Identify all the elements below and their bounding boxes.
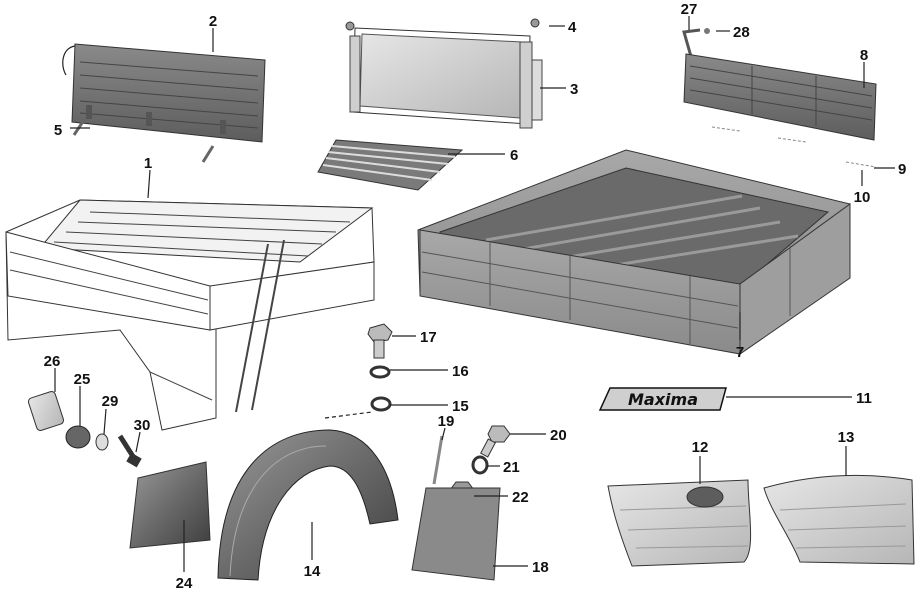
callout-22: 22 <box>512 489 529 506</box>
callout-10: 10 <box>854 189 871 206</box>
part-17-bolt <box>367 323 393 359</box>
part-7-box-bed <box>417 149 851 355</box>
leader-lines <box>54 16 895 572</box>
part-26-bushing <box>27 391 65 431</box>
part-2-side-panel <box>62 43 266 143</box>
part-30-bolt <box>117 434 142 468</box>
callout-26: 26 <box>44 353 61 370</box>
callout-21: 21 <box>503 459 520 476</box>
part-3-front-rack <box>349 27 543 129</box>
callout-1: 1 <box>144 155 152 172</box>
part-12-corner-panel <box>607 479 752 567</box>
callout-11: 11 <box>856 390 872 407</box>
callout-8: 8 <box>860 47 868 64</box>
callout-4: 4 <box>568 19 577 36</box>
callout-19: 19 <box>438 413 455 430</box>
maxima-logo-text: Maxima <box>628 390 698 409</box>
part-18-mudflap <box>411 487 501 581</box>
callout-16: 16 <box>452 363 469 380</box>
callout-17: 17 <box>420 329 437 346</box>
callout-20: 20 <box>550 427 567 444</box>
callout-27: 27 <box>681 1 698 18</box>
callout-3: 3 <box>570 81 578 98</box>
part-1-cargo-bed <box>5 199 375 431</box>
part-14-fender <box>217 429 399 581</box>
part-6-floor-mat <box>317 139 464 191</box>
callout-labels: 2 4 3 5 6 1 27 28 8 9 10 7 17 16 15 11 1… <box>44 1 907 592</box>
callout-18: 18 <box>532 559 549 576</box>
part-4-clips <box>345 18 540 31</box>
callout-28: 28 <box>733 24 750 41</box>
part-11-maxima-logo: Maxima <box>598 387 727 411</box>
callout-7: 7 <box>736 344 744 361</box>
part-13-corner-panel <box>763 474 915 565</box>
callout-12: 12 <box>692 439 709 456</box>
callout-29: 29 <box>102 393 119 410</box>
part-25-spacer <box>65 425 91 449</box>
callout-5: 5 <box>54 122 62 139</box>
part-15-flat-washer <box>370 396 392 412</box>
callout-25: 25 <box>74 371 91 388</box>
callout-2: 2 <box>209 13 217 30</box>
callout-9: 9 <box>898 161 906 178</box>
part-19-strap <box>432 435 444 485</box>
callout-24: 24 <box>176 575 193 592</box>
callout-14: 14 <box>304 563 321 580</box>
callout-6: 6 <box>510 147 518 164</box>
part-21-washer <box>471 455 489 475</box>
callout-30: 30 <box>134 417 151 434</box>
part-27-rod <box>682 28 710 61</box>
callout-13: 13 <box>838 429 855 446</box>
part-20-bolt <box>480 425 511 458</box>
part-16-lock-washer <box>369 365 391 379</box>
part-24-bracket <box>129 461 211 549</box>
callout-15: 15 <box>452 398 469 415</box>
part-29-washer <box>95 433 109 451</box>
part-8-rear-panel <box>683 53 877 168</box>
